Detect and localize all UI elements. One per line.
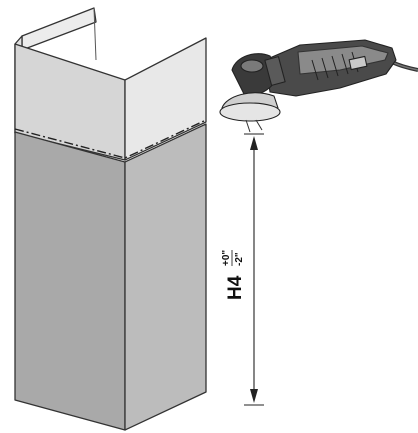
lower-chimney-section [14,123,207,431]
dimension-label-group: H4 +0" -2" [221,250,246,300]
cut-line [14,119,207,159]
lower-right-face [124,123,207,431]
angle-grinder-icon [219,39,418,133]
dimension-tolerance-minus: -2" [234,252,245,266]
height-dimension [244,133,264,406]
grinder-disc [219,102,281,122]
dimension-arrow-top [250,136,258,150]
dimension-label: H4 [225,275,246,300]
upper-chimney-section [14,7,207,161]
upper-back-flange [21,7,97,51]
dimension-tolerance-plus: +0" [221,250,232,266]
grinder-switch [348,55,368,71]
lower-front-face [14,131,126,431]
upper-right-face [124,37,207,161]
dimension-arrow-bottom [250,389,258,403]
